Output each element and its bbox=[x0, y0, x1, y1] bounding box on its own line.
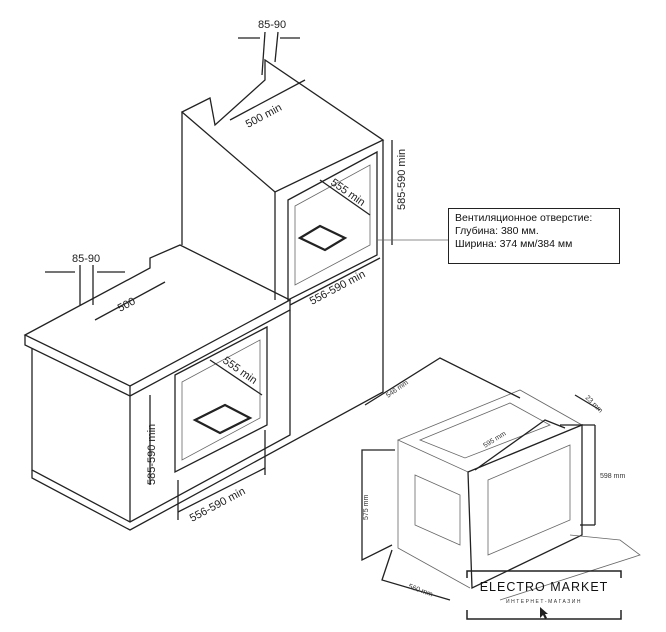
logo-subtitle: ИНТЕРНЕТ-МАГАЗИН bbox=[506, 599, 582, 605]
tall-niche-height-label: 585-590 min bbox=[396, 149, 408, 210]
tall-gap-label: 85-90 bbox=[258, 19, 286, 31]
oven-height-label: 598 mm bbox=[600, 473, 625, 480]
base-niche-width-label: 556-590 min bbox=[188, 485, 248, 524]
logo-title: ELECTRO MARKET bbox=[479, 580, 609, 594]
ventilation-depth: Глубина: 380 мм. bbox=[455, 225, 539, 237]
electro-market-logo: ELECTRO MARKET ИНТЕРНЕТ-МАГАЗИН bbox=[466, 570, 622, 620]
tall-niche-depth-label: 555 min bbox=[328, 177, 367, 209]
ventilation-width: Ширина: 374 мм/384 мм bbox=[455, 238, 573, 250]
ventilation-callout: Вентиляционное отверстие: Глубина: 380 м… bbox=[448, 208, 620, 264]
tall-cabinet bbox=[180, 58, 385, 380]
cursor-icon bbox=[540, 607, 548, 619]
oven-bottom-depth-label: 560 mm bbox=[407, 583, 433, 598]
oven-side-height-label: 575 mm bbox=[363, 495, 370, 520]
dimension-lines bbox=[45, 31, 448, 520]
base-cabinet bbox=[23, 244, 384, 531]
logo-frame bbox=[466, 570, 622, 620]
oven-door-label: 23 mm bbox=[584, 394, 604, 414]
oven-drawing bbox=[361, 357, 641, 601]
ventilation-title: Вентиляционное отверстие: bbox=[455, 212, 593, 224]
base-gap-label: 85-90 bbox=[72, 253, 100, 265]
base-niche-height-label: 585-590 min bbox=[146, 424, 158, 485]
tall-depth-label: 500 min bbox=[244, 102, 284, 131]
